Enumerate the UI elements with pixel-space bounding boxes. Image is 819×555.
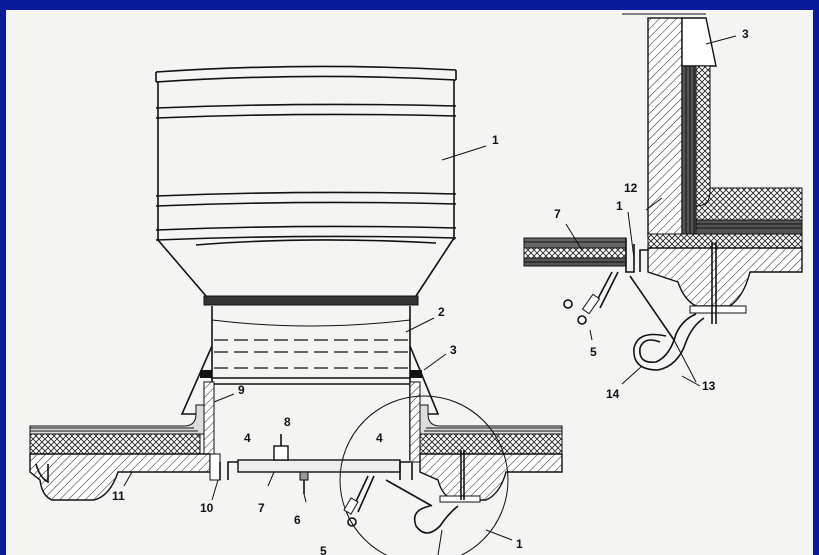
barrel xyxy=(155,65,457,241)
label-11: 11 xyxy=(112,489,125,503)
label-1: 1 xyxy=(492,133,499,147)
funnel xyxy=(157,237,455,306)
label-7: 7 xyxy=(258,501,265,515)
floor-right xyxy=(419,404,563,503)
detail-view xyxy=(523,13,803,387)
label-6: 6 xyxy=(294,513,301,527)
label-10: 10 xyxy=(200,501,214,515)
detail-circle xyxy=(339,395,509,555)
detail-label-3: 3 xyxy=(742,27,749,41)
valve-main xyxy=(343,475,459,555)
label-4-right: 4 xyxy=(376,431,383,445)
label-5: 5 xyxy=(320,544,327,555)
detail-label-7: 7 xyxy=(554,207,561,221)
drawing-frame: 1 2 3 9 8 4 4 10 7 6 11 5 1 3 12 7 1 5 1… xyxy=(6,10,813,555)
detail-label-12: 12 xyxy=(624,181,638,195)
detail-label-1: 1 xyxy=(616,199,623,213)
leaders-main xyxy=(123,145,513,541)
detail-label-14: 14 xyxy=(606,387,620,401)
detail-label-5: 5 xyxy=(590,345,597,359)
detail-label-13: 13 xyxy=(702,379,716,393)
bottom-plate xyxy=(219,434,413,494)
neck xyxy=(180,306,440,463)
technical-drawing: 1 2 3 9 8 4 4 10 7 6 11 5 1 3 12 7 1 5 1… xyxy=(29,13,803,555)
label-8: 8 xyxy=(284,415,291,429)
label-9: 9 xyxy=(238,383,245,397)
label-4-left: 4 xyxy=(244,431,251,445)
label-1-circle: 1 xyxy=(516,537,523,551)
label-2: 2 xyxy=(438,305,445,319)
label-3: 3 xyxy=(450,343,457,357)
floor-left xyxy=(29,404,221,501)
